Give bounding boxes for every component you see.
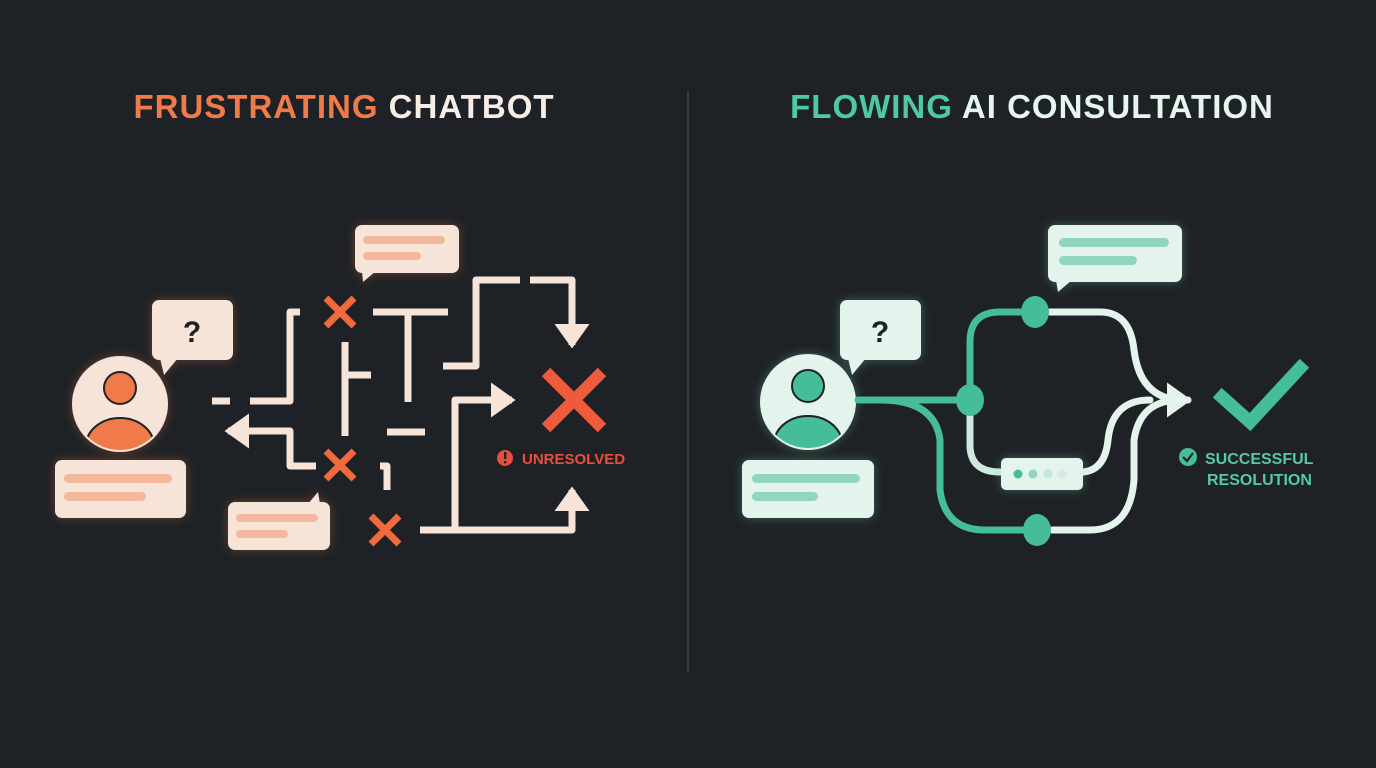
right-title-rest: AI CONSULTATION [961, 88, 1274, 125]
check-circle-icon [1179, 448, 1197, 466]
success-label-line1: SUCCESSFUL [1205, 451, 1314, 468]
right-message-bubble-top [1048, 225, 1182, 292]
unresolved-label: UNRESOLVED [522, 451, 625, 468]
left-message-bubble-user [55, 460, 186, 518]
x-icon [323, 295, 402, 547]
right-title: FLOWING AI CONSULTATION [790, 88, 1274, 126]
success-status: SUCCESSFUL RESOLUTION [1179, 448, 1314, 489]
flow-node [1021, 296, 1049, 328]
right-message-bubble-user [742, 460, 874, 518]
left-title: FRUSTRATING CHATBOT [133, 88, 554, 126]
left-title-accent: FRUSTRATING [133, 88, 379, 125]
checkmark-icon [1212, 358, 1310, 432]
success-label-line2: RESOLUTION [1207, 472, 1312, 489]
question-mark: ? [183, 316, 201, 349]
flow-node [956, 384, 984, 416]
right-flow-paths [854, 308, 1192, 534]
right-person-avatar [760, 354, 856, 450]
left-tangled-paths [212, 276, 590, 534]
result-x-icon [541, 367, 607, 433]
typing-indicator [1001, 458, 1083, 490]
left-person-avatar [72, 356, 168, 452]
left-message-bubble-bottom [228, 492, 330, 550]
unresolved-status: UNRESOLVED [497, 450, 625, 468]
left-title-rest: CHATBOT [388, 88, 555, 125]
left-question-bubble: ? [152, 300, 233, 375]
left-message-bubble-top [355, 225, 459, 282]
flow-node [1023, 514, 1051, 546]
flow-nodes [956, 296, 1051, 546]
right-question-bubble: ? [840, 300, 921, 375]
right-title-accent: FLOWING [790, 88, 953, 125]
question-mark: ? [871, 316, 889, 349]
